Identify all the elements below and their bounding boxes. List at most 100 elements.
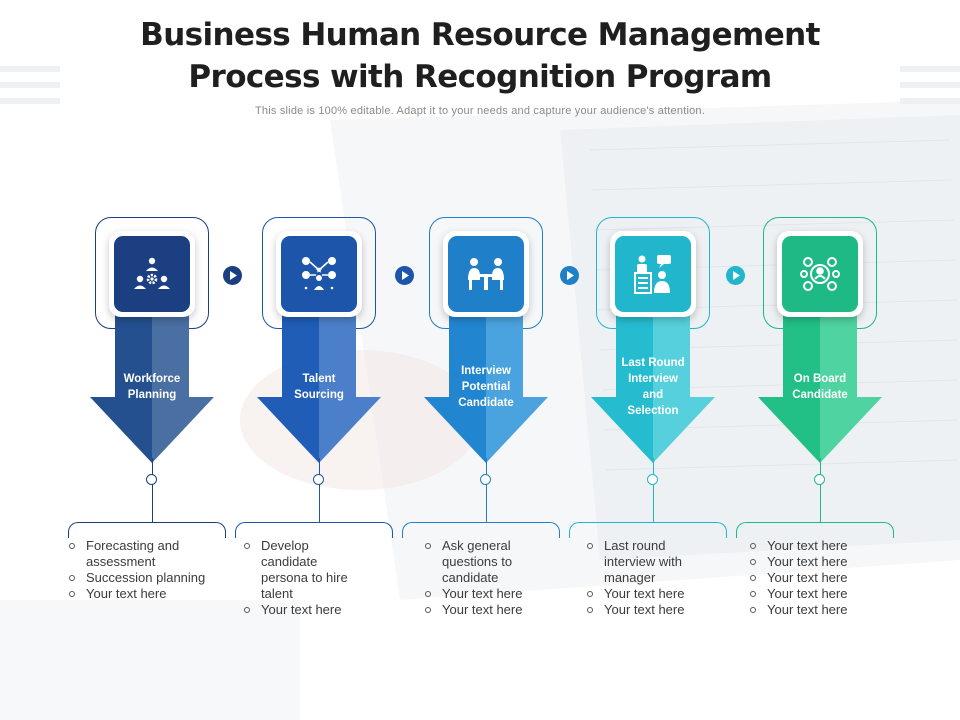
play-circle-icon <box>395 266 414 285</box>
bullet-text-line: manager <box>604 570 656 585</box>
bullet-text-line: Last round <box>604 538 666 553</box>
step-bracket <box>235 522 393 538</box>
bullet-item: Your text here <box>749 586 909 602</box>
step-icon-tile <box>276 231 362 317</box>
bullet-text-line: interview with <box>604 554 683 569</box>
bullet-text-line: candidate <box>442 570 499 585</box>
bullet-item: Your text here <box>243 602 403 618</box>
step-arrow-shaft <box>616 310 690 398</box>
step-arrow-shaft <box>449 310 523 398</box>
bullet-text-line: Succession planning <box>86 570 206 585</box>
step-icon-tile <box>610 231 696 317</box>
step-bracket <box>402 522 560 538</box>
step-arrowhead <box>257 397 381 463</box>
step-node <box>146 474 157 485</box>
bullet-item: Your text here <box>68 586 228 602</box>
bullet-text-line: assessment <box>86 554 156 569</box>
title-line-1: Business Human Resource Management <box>140 17 820 53</box>
step-bracket <box>736 522 894 538</box>
bullet-text-line: candidate <box>261 554 318 569</box>
bullet-text-line: talent <box>261 586 293 601</box>
bullet-item: Your text here <box>749 602 909 618</box>
bullet-item: Your text here <box>749 570 909 586</box>
bullet-text-line: Your text here <box>442 602 523 617</box>
step-arrow-shaft <box>783 310 857 398</box>
step-stem <box>485 458 487 523</box>
step-label-line: Last Round <box>621 357 685 369</box>
page-subtitle: This slide is 100% editable. Adapt it to… <box>255 105 705 117</box>
step-label-line: Selection <box>627 405 679 417</box>
bullet-item: Your text here <box>586 602 746 618</box>
bullet-text-line: Forecasting and <box>86 538 180 553</box>
step-label-line: and <box>642 389 664 401</box>
step-stem <box>652 458 654 523</box>
bullet-item: Your text here <box>424 586 584 602</box>
step-icon-tile <box>109 231 195 317</box>
step-label-line: Sourcing <box>294 389 344 401</box>
bullet-text-line: Your text here <box>767 586 848 601</box>
step-arrow-shaft <box>282 310 356 398</box>
bullet-text-line: Your text here <box>767 554 848 569</box>
bullet-text-line: Ask general <box>442 538 511 553</box>
bullet-item: Your text here <box>586 586 746 602</box>
bullet-text-line: Develop <box>261 538 309 553</box>
step-label-line: On Board <box>793 373 847 385</box>
bullet-item: Succession planning <box>68 570 228 586</box>
step-stem <box>318 458 320 523</box>
bullet-text-line: Your text here <box>767 602 848 617</box>
step-stem <box>819 458 821 523</box>
step-label-line: Planning <box>127 389 177 401</box>
bullet-text-line: Your text here <box>767 570 848 585</box>
step-arrow-shaft <box>115 310 189 398</box>
step-bracket <box>569 522 727 538</box>
step-bracket <box>68 522 226 538</box>
step-label-line: Candidate <box>458 397 514 409</box>
step-node <box>480 474 491 485</box>
step-arrowhead <box>90 397 214 463</box>
page-title: Business Human Resource Management Proce… <box>0 14 960 98</box>
bullet-text-line: Your text here <box>604 586 685 601</box>
step-icon-tile <box>443 231 529 317</box>
step-arrowhead <box>591 397 715 463</box>
bullet-text-line: Your text here <box>86 586 167 601</box>
step-stem <box>151 458 153 523</box>
step-arrowhead <box>424 397 548 463</box>
step-label-line: Candidate <box>792 389 848 401</box>
bullet-text-line: Your text here <box>442 586 523 601</box>
step-label-line: Interview <box>461 365 511 377</box>
step-node <box>814 474 825 485</box>
bullet-item: Your text here <box>424 602 584 618</box>
bullet-text-line: Your text here <box>767 538 848 553</box>
bullet-item: Your text here <box>749 538 909 554</box>
bullet-item: Your text here <box>749 554 909 570</box>
step-label-line: Workforce <box>123 373 181 385</box>
step-label-line: Interview <box>628 373 678 385</box>
bullet-text-line: questions to <box>442 554 513 569</box>
play-circle-icon <box>726 266 745 285</box>
step-icon-tile <box>777 231 863 317</box>
bullet-text-line: persona to hire <box>261 570 348 585</box>
step-label-line: Talent <box>302 373 336 385</box>
bullet-text-line: Your text here <box>604 602 685 617</box>
title-line-2: Process with Recognition Program <box>188 59 772 95</box>
step-arrowhead <box>758 397 882 463</box>
